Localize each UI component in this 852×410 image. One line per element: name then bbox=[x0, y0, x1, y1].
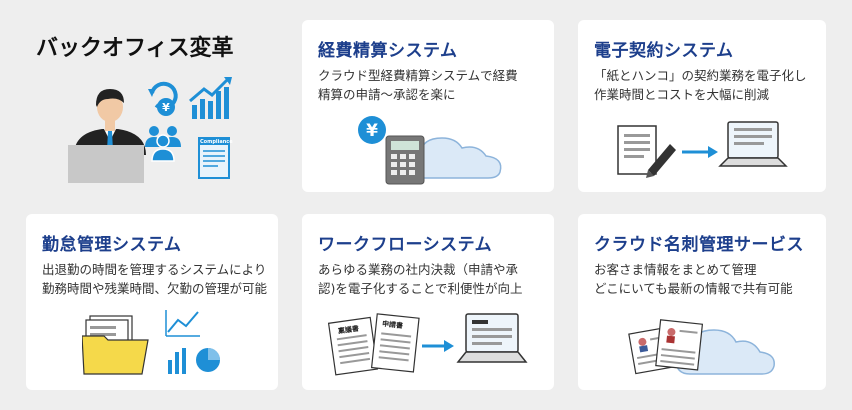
arrow-icon bbox=[682, 146, 718, 158]
card-workflow-system[interactable]: ワークフローシステム あらゆる業務の社内決裁（申請や承 認)を電子化することで利… bbox=[302, 214, 554, 390]
card-title: 電子契約システム bbox=[594, 41, 734, 61]
card-description: お客さま情報をまとめて管理 どこにいても最新の情報で共有可能 bbox=[594, 262, 793, 296]
folder-icon bbox=[82, 315, 149, 375]
card-title: クラウド名刺管理サービス bbox=[594, 235, 804, 255]
businessman-illustration: ¥ bbox=[68, 77, 232, 183]
page-title: バックオフィス変革 bbox=[36, 36, 234, 61]
svg-text:¥: ¥ bbox=[366, 121, 378, 141]
arrow-icon bbox=[422, 340, 454, 352]
calculator-icon bbox=[385, 135, 425, 185]
card-description: 「紙とハンコ」の契約業務を電子化し 作業時間とコストを大幅に削減 bbox=[594, 68, 807, 102]
document-label-shinseisho: 申請書 bbox=[381, 319, 404, 331]
svg-text:¥: ¥ bbox=[162, 101, 170, 114]
monitor-icon bbox=[68, 145, 144, 183]
compliance-label: Compliance bbox=[200, 139, 233, 145]
card-title: 勤怠管理システム bbox=[42, 235, 182, 255]
laptop-icon bbox=[718, 121, 788, 167]
bar-chart-icon bbox=[168, 348, 186, 374]
card-attendance-system[interactable]: 勤怠管理システム 出退勤の時間を管理するシステムにより 勤務時間や残業時間、欠勤… bbox=[26, 214, 278, 390]
line-chart-icon bbox=[165, 310, 200, 337]
pie-chart-icon bbox=[196, 348, 220, 372]
card-description: クラウド型経費精算システムで経費 精算の申請〜承認を楽に bbox=[318, 68, 518, 102]
card-description: あらゆる業務の社内決裁（申請や承 認)を電子化することで利便性が向上 bbox=[318, 262, 523, 296]
card-title: ワークフローシステム bbox=[318, 235, 493, 255]
pen-icon bbox=[646, 144, 676, 178]
card-business-card-service[interactable]: クラウド名刺管理サービス お客さま情報をまとめて管理 どこにいても最新の情報で共… bbox=[578, 214, 826, 390]
compliance-document-icon bbox=[198, 137, 230, 179]
document-icon bbox=[370, 313, 420, 373]
business-card-icon bbox=[655, 319, 704, 371]
contract-paper-icon bbox=[617, 125, 657, 175]
document-icon bbox=[328, 316, 379, 376]
card-expense-system[interactable]: 経費精算システム クラウド型経費精算システムで経費 精算の申請〜承認を楽に ¥ bbox=[302, 20, 554, 192]
card-e-contract-system[interactable]: 電子契約システム 「紙とハンコ」の契約業務を電子化し 作業時間とコストを大幅に削… bbox=[578, 20, 826, 192]
growth-chart-icon bbox=[189, 77, 232, 119]
team-icon bbox=[145, 126, 181, 162]
laptop-icon bbox=[456, 313, 528, 363]
yen-refresh-icon: ¥ bbox=[148, 81, 178, 116]
yen-coin-icon: ¥ bbox=[358, 116, 386, 144]
card-title: 経費精算システム bbox=[318, 41, 458, 61]
card-description: 出退勤の時間を管理するシステムにより 勤務時間や残業時間、欠勤の管理が可能 bbox=[42, 262, 268, 296]
